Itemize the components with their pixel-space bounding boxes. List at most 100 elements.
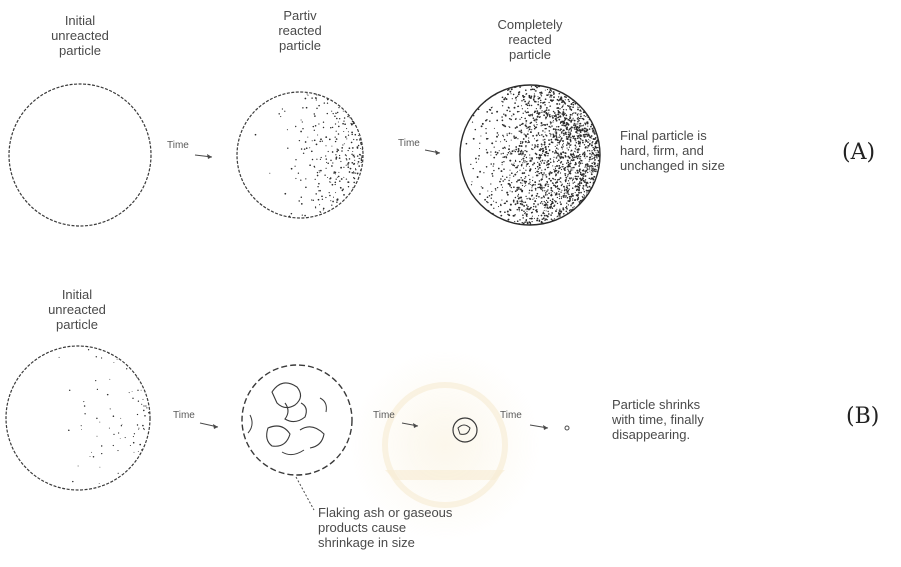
stipple-dot: [583, 194, 584, 195]
stipple-dot: [496, 136, 498, 138]
stipple-dot: [563, 143, 564, 144]
stipple-dot: [549, 143, 551, 145]
stipple-dot: [68, 430, 70, 432]
stipple-dot: [580, 192, 582, 194]
stipple-dot: [511, 163, 512, 164]
stipple-dot: [527, 142, 528, 143]
stipple-dot: [353, 182, 355, 184]
stipple-dot: [580, 138, 582, 140]
stipple-dot: [564, 133, 565, 134]
stipple-dot: [515, 197, 517, 199]
stipple-dot: [513, 201, 515, 203]
stipple-dot: [558, 210, 559, 211]
stipple-dot: [546, 109, 548, 111]
stipple-dot: [542, 124, 543, 125]
stipple-dot: [590, 165, 592, 167]
stipple-dot: [523, 168, 524, 169]
stipple-dot: [582, 163, 583, 164]
stipple-dot: [534, 126, 535, 127]
stipple-dot: [568, 170, 569, 171]
stipple-dot: [537, 144, 539, 146]
stipple-dot: [589, 161, 590, 162]
stipple-dot: [569, 132, 570, 133]
stipple-dot: [545, 202, 546, 203]
stipple-dot: [511, 187, 512, 188]
stipple-dot: [304, 148, 306, 150]
stipple-dot: [592, 129, 594, 131]
stipple-dot: [278, 113, 279, 114]
stipple-dot: [342, 144, 343, 145]
stipple-dot: [567, 183, 568, 184]
stipple-dot: [503, 98, 505, 100]
stipple-dot: [531, 105, 532, 106]
stipple-dot: [538, 132, 540, 134]
row-b-time-label-1: Time: [173, 410, 195, 421]
stipple-dot: [572, 198, 573, 199]
stipple-dot: [563, 104, 564, 105]
stipple-dot: [579, 181, 580, 182]
stipple-dot: [518, 94, 520, 96]
row-b-initial-particle: [6, 346, 150, 490]
stipple-dot: [522, 151, 524, 153]
stipple-dot: [327, 162, 329, 164]
stipple-dot: [573, 102, 575, 104]
stipple-dot: [352, 172, 354, 174]
stipple-dot: [553, 96, 555, 98]
stipple-dot: [571, 103, 573, 105]
stipple-dot: [138, 401, 139, 402]
stipple-dot: [502, 147, 504, 149]
stipple-dot: [323, 127, 324, 128]
stipple-dot: [572, 207, 573, 208]
stipple-dot: [316, 159, 317, 160]
stipple-dot: [542, 102, 544, 104]
stipple-dot: [361, 142, 362, 143]
stipple-dot: [582, 118, 583, 119]
stipple-dot: [547, 194, 548, 195]
stipple-dot: [573, 159, 575, 161]
stipple-dot: [356, 139, 358, 141]
stipple-dot: [577, 137, 579, 139]
stipple-dot: [348, 162, 350, 164]
stipple-dot: [318, 199, 320, 201]
stipple-dot: [484, 199, 486, 201]
stipple-dot: [138, 451, 139, 452]
stipple-dot: [567, 124, 569, 126]
stipple-dot: [317, 175, 319, 177]
stipple-dot: [566, 192, 567, 193]
stipple-dot: [589, 153, 591, 155]
stipple-dot: [559, 99, 561, 101]
stipple-dot: [301, 196, 302, 197]
stipple-dot: [533, 124, 534, 125]
stipple-dot: [534, 95, 536, 97]
stipple-dot: [568, 143, 570, 145]
stipple-dot: [534, 119, 536, 121]
stipple-dot: [319, 190, 321, 192]
stipple-dot: [548, 102, 549, 103]
stipple-dot: [311, 150, 313, 152]
stipple-dot: [579, 118, 580, 119]
stipple-dot: [302, 128, 303, 129]
stipple-dot: [541, 170, 542, 171]
stipple-dot: [559, 188, 561, 190]
stipple-dot: [516, 118, 517, 119]
stipple-dot: [302, 215, 303, 216]
stipple-dot: [588, 133, 590, 135]
stipple-dot: [538, 86, 539, 87]
stipple-dot: [562, 106, 564, 108]
stipple-dot: [520, 182, 521, 183]
stipple-dot: [483, 172, 484, 173]
stipple-dot: [547, 184, 548, 185]
stipple-dot: [501, 116, 503, 118]
stipple-dot: [511, 88, 513, 90]
stipple-dot: [325, 136, 327, 138]
stipple-dot: [345, 154, 346, 155]
stipple-dot: [525, 135, 527, 137]
stipple-dot: [541, 215, 543, 217]
stipple-dot: [525, 160, 526, 161]
stipple-dot: [582, 129, 584, 131]
stipple-dot: [479, 143, 480, 144]
row-b-time-label-3: Time: [500, 410, 522, 421]
stipple-dot: [594, 134, 595, 135]
stipple-dot: [552, 165, 553, 166]
stipple-dot: [569, 165, 571, 167]
